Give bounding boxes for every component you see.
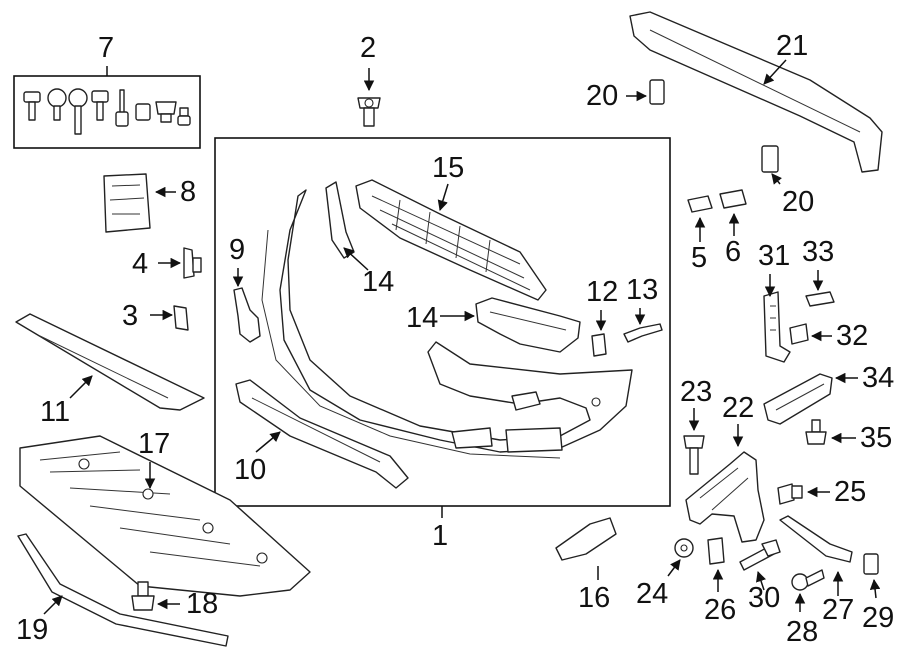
callout-30: 30 [748,582,781,614]
callout-23: 23 [680,376,713,408]
clip-nut-29 [863,553,881,599]
bumper-carrier-22 [685,424,765,543]
callout-18: 18 [186,588,219,620]
callout-33: 33 [802,236,835,268]
bolt-18 [131,581,180,611]
mounting-strap-27 [779,515,853,596]
clip-nut-32 [789,323,832,345]
callout-1: 1 [432,520,449,552]
clip-nut-5 [687,195,713,242]
tow-hook-cover-16 [555,517,617,580]
callout-27: 27 [822,594,855,626]
bolt-35 [805,419,856,445]
callout-15: 15 [432,152,465,184]
callout-3: 3 [122,300,139,332]
callout-22: 22 [722,392,755,424]
callout-10: 10 [234,454,267,486]
clip-26 [707,537,725,592]
push-pin-13 [623,308,663,343]
impact-bar-21 [629,11,883,173]
side-bracket-31 [763,274,791,363]
callout-7: 7 [98,32,115,64]
callout-20-upper: 20 [586,80,619,112]
clip-nut-24 [667,538,694,577]
screw-33 [805,270,835,307]
callout-35: 35 [860,422,893,454]
push-pin-fastener-2 [357,68,381,127]
clip-nut-6 [719,189,747,236]
callout-28: 28 [786,616,819,648]
callout-26: 26 [704,594,737,626]
callout-8: 8 [180,176,197,208]
callout-5: 5 [691,242,708,274]
callout-14-lower: 14 [406,302,439,334]
mounting-bracket-14-upper [325,181,369,271]
lower-spoiler-11 [15,313,205,411]
callout-16: 16 [578,582,611,614]
callout-25: 25 [834,476,867,508]
callout-29: 29 [862,602,895,634]
bar-pad-20-lower [761,145,783,185]
callout-32: 32 [836,320,869,352]
hardware-bag-8 [103,173,176,233]
retainer-clip-12 [591,310,607,357]
callout-24: 24 [636,578,669,610]
callout-2: 2 [360,32,377,64]
callout-4: 4 [132,248,149,280]
callout-9: 9 [229,234,246,266]
bumper-guide-34 [763,372,858,425]
trim-strip-19 [17,533,229,647]
bolt-25 [777,483,830,505]
callout-13: 13 [626,274,659,306]
callout-34: 34 [862,362,895,394]
bumper-cover-1 [261,189,633,459]
impact-absorber-10 [235,379,409,489]
callout-6: 6 [725,236,742,268]
retainer-clip-3 [150,305,189,331]
callout-20-lower: 20 [782,186,815,218]
bar-pad-20-upper [626,79,665,105]
grille-assembly-15 [355,179,547,301]
hardware-kit-fasteners [23,88,191,135]
bolt-23 [683,408,705,475]
callout-11: 11 [40,396,71,428]
callout-12: 12 [586,276,619,308]
stud-30 [739,539,781,591]
callout-17: 17 [138,428,171,460]
mounting-bracket-14-lower [440,297,581,353]
retainer-clip-4 [158,247,202,279]
tow-eye-cover-9 [232,268,261,343]
callout-21: 21 [776,30,809,62]
callout-14-upper: 14 [362,266,395,298]
splash-shield-17 [19,435,311,597]
bolt-28 [791,569,825,612]
callout-31: 31 [758,240,791,272]
callout-19: 19 [16,614,49,646]
